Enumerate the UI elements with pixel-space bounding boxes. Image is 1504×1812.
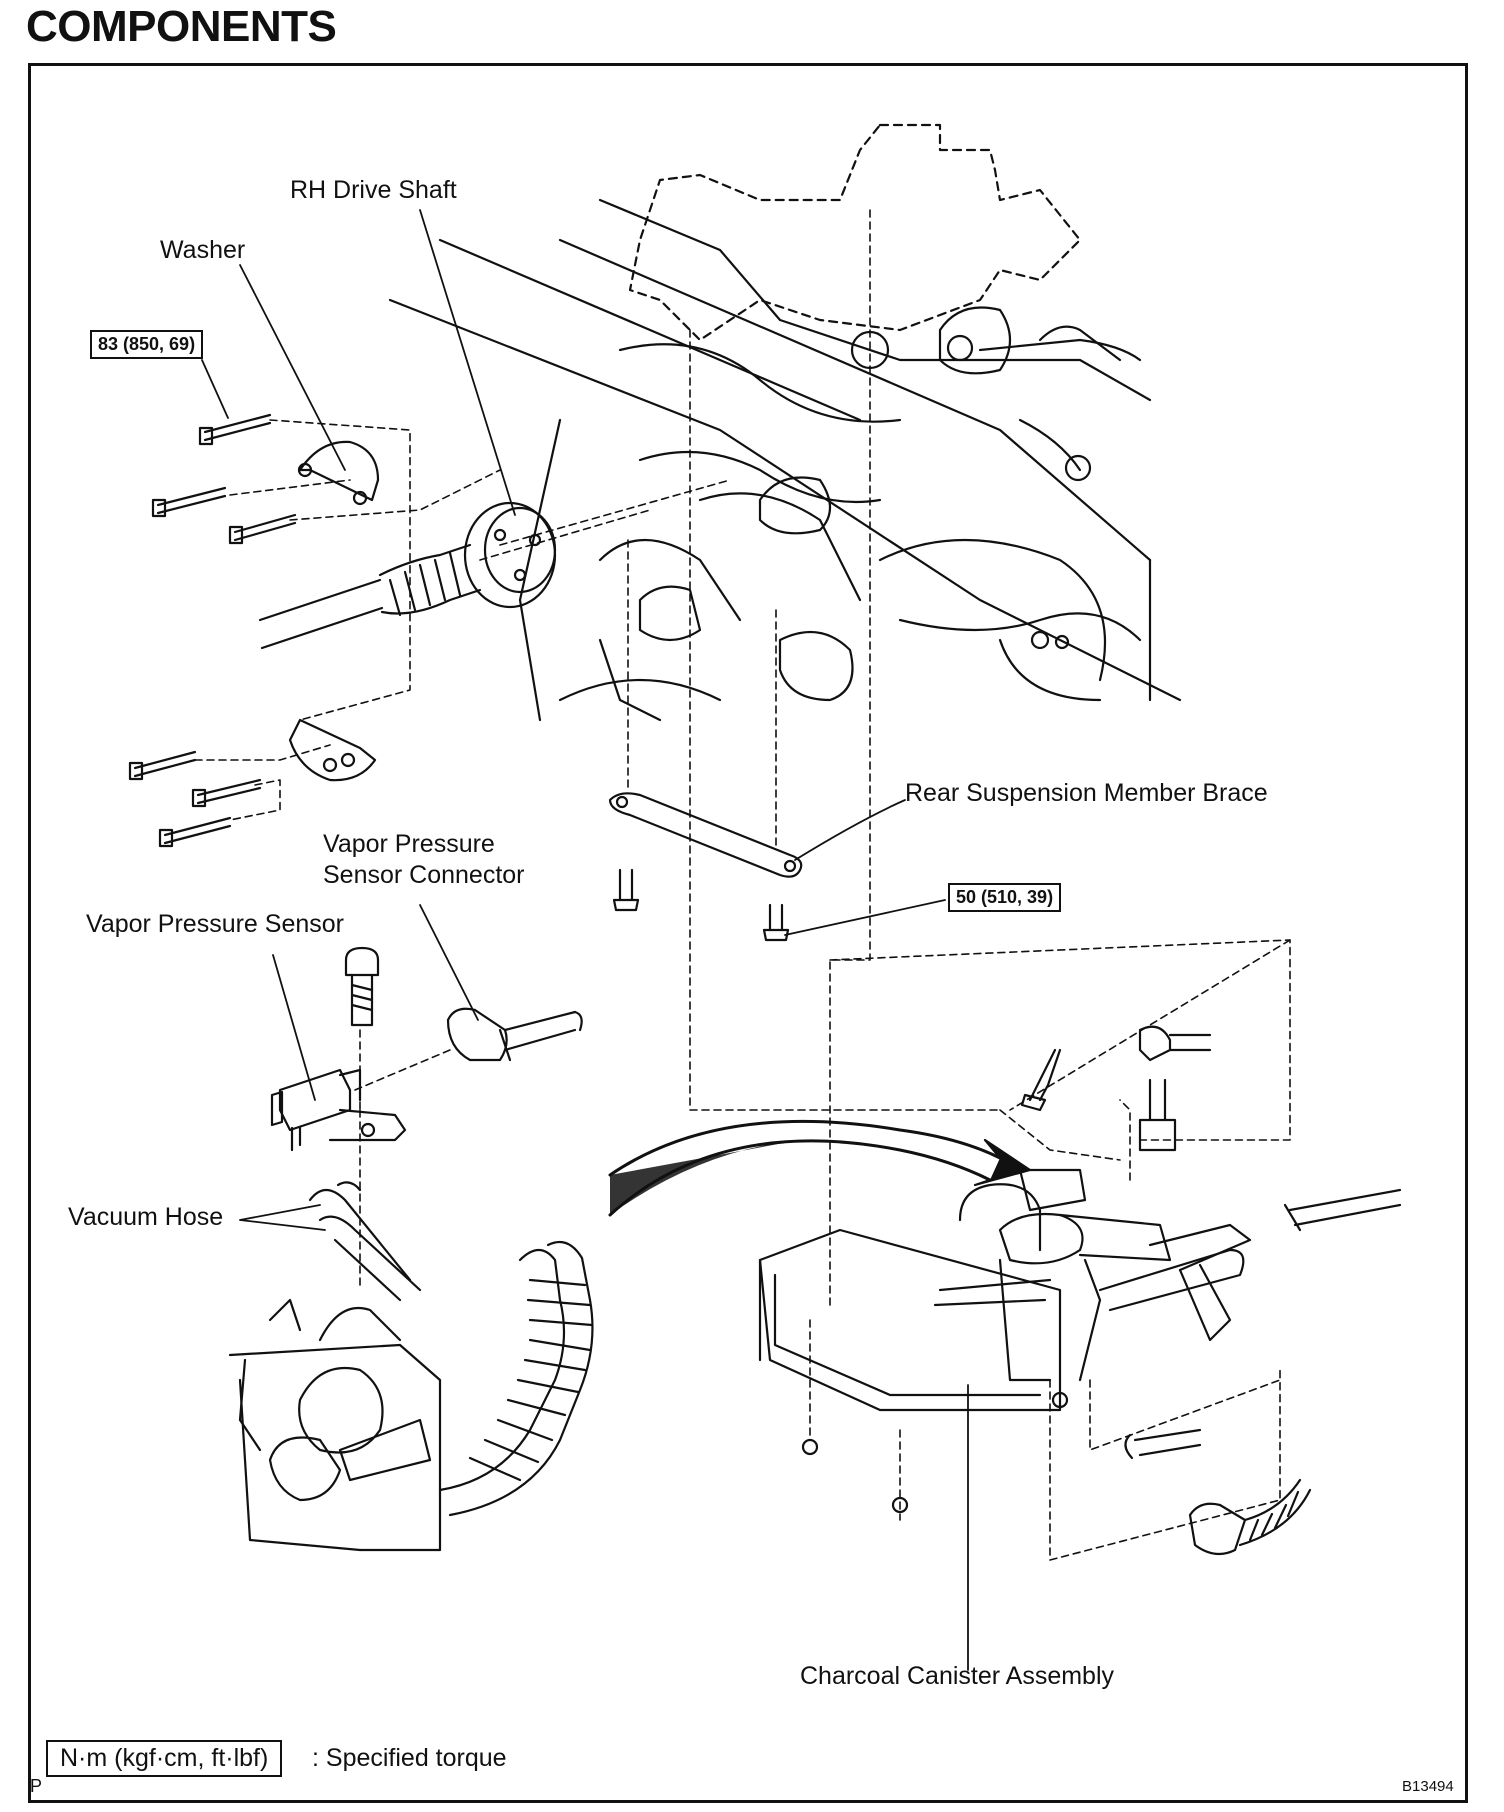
leader-vacuum-hose xyxy=(239,1204,326,1231)
lower-washer xyxy=(288,718,377,782)
label-vacuum-hose: Vacuum Hose xyxy=(68,1203,224,1231)
label-rear-suspension-brace: Rear Suspension Member Brace xyxy=(905,779,1268,807)
torque-box-brace: 50 (510, 39) xyxy=(948,883,1062,912)
upper-washer xyxy=(298,440,380,502)
legend-text: : Specified torque xyxy=(312,1744,507,1772)
leader-vp-connector xyxy=(419,904,479,1021)
leader-rh-drive-shaft xyxy=(419,209,516,516)
label-washer: Washer xyxy=(160,236,246,264)
underbody-outline xyxy=(388,198,1182,722)
rear-suspension-brace xyxy=(608,792,803,942)
label-charcoal-canister: Charcoal Canister Assembly xyxy=(800,1662,1115,1690)
legend-units-box: N·m (kgf·cm, ft·lbf) xyxy=(46,1740,283,1777)
lower-right-hose xyxy=(1124,1428,1312,1556)
rh-drive-shaft xyxy=(258,501,557,650)
lower-left-assembly xyxy=(228,1240,594,1552)
label-vp-sensor: Vapor Pressure Sensor xyxy=(86,910,344,938)
label-vp-connector-line2: Sensor Connector xyxy=(323,861,525,889)
canister-nuts xyxy=(801,1391,1069,1514)
label-vp-connector-line1: Vapor Pressure xyxy=(323,830,495,858)
label-rh-drive-shaft: RH Drive Shaft xyxy=(290,176,457,204)
torque-box-drive-shaft: 83 (850, 69) xyxy=(90,330,204,359)
vp-sensor-bolt xyxy=(344,946,380,1027)
leader-torque-50 xyxy=(784,899,946,936)
vacuum-hoses xyxy=(308,1181,422,1302)
drive-shaft-bolts-lower xyxy=(128,750,262,848)
diagram-frame xyxy=(28,63,1468,1803)
figure-code: B13494 xyxy=(1402,1778,1454,1795)
leader-washer xyxy=(239,264,346,471)
charcoal-canister xyxy=(758,1025,1402,1412)
leader-torque-83 xyxy=(201,359,229,419)
leader-rear-brace xyxy=(794,799,906,861)
page-title: COMPONENTS xyxy=(26,2,337,51)
page-mark: P xyxy=(30,1776,43,1796)
vp-sensor-connector xyxy=(446,1007,583,1062)
leader-vp-sensor xyxy=(272,954,316,1101)
drive-shaft-bolts-upper xyxy=(151,413,297,545)
vapor-pressure-sensor xyxy=(270,1068,407,1152)
